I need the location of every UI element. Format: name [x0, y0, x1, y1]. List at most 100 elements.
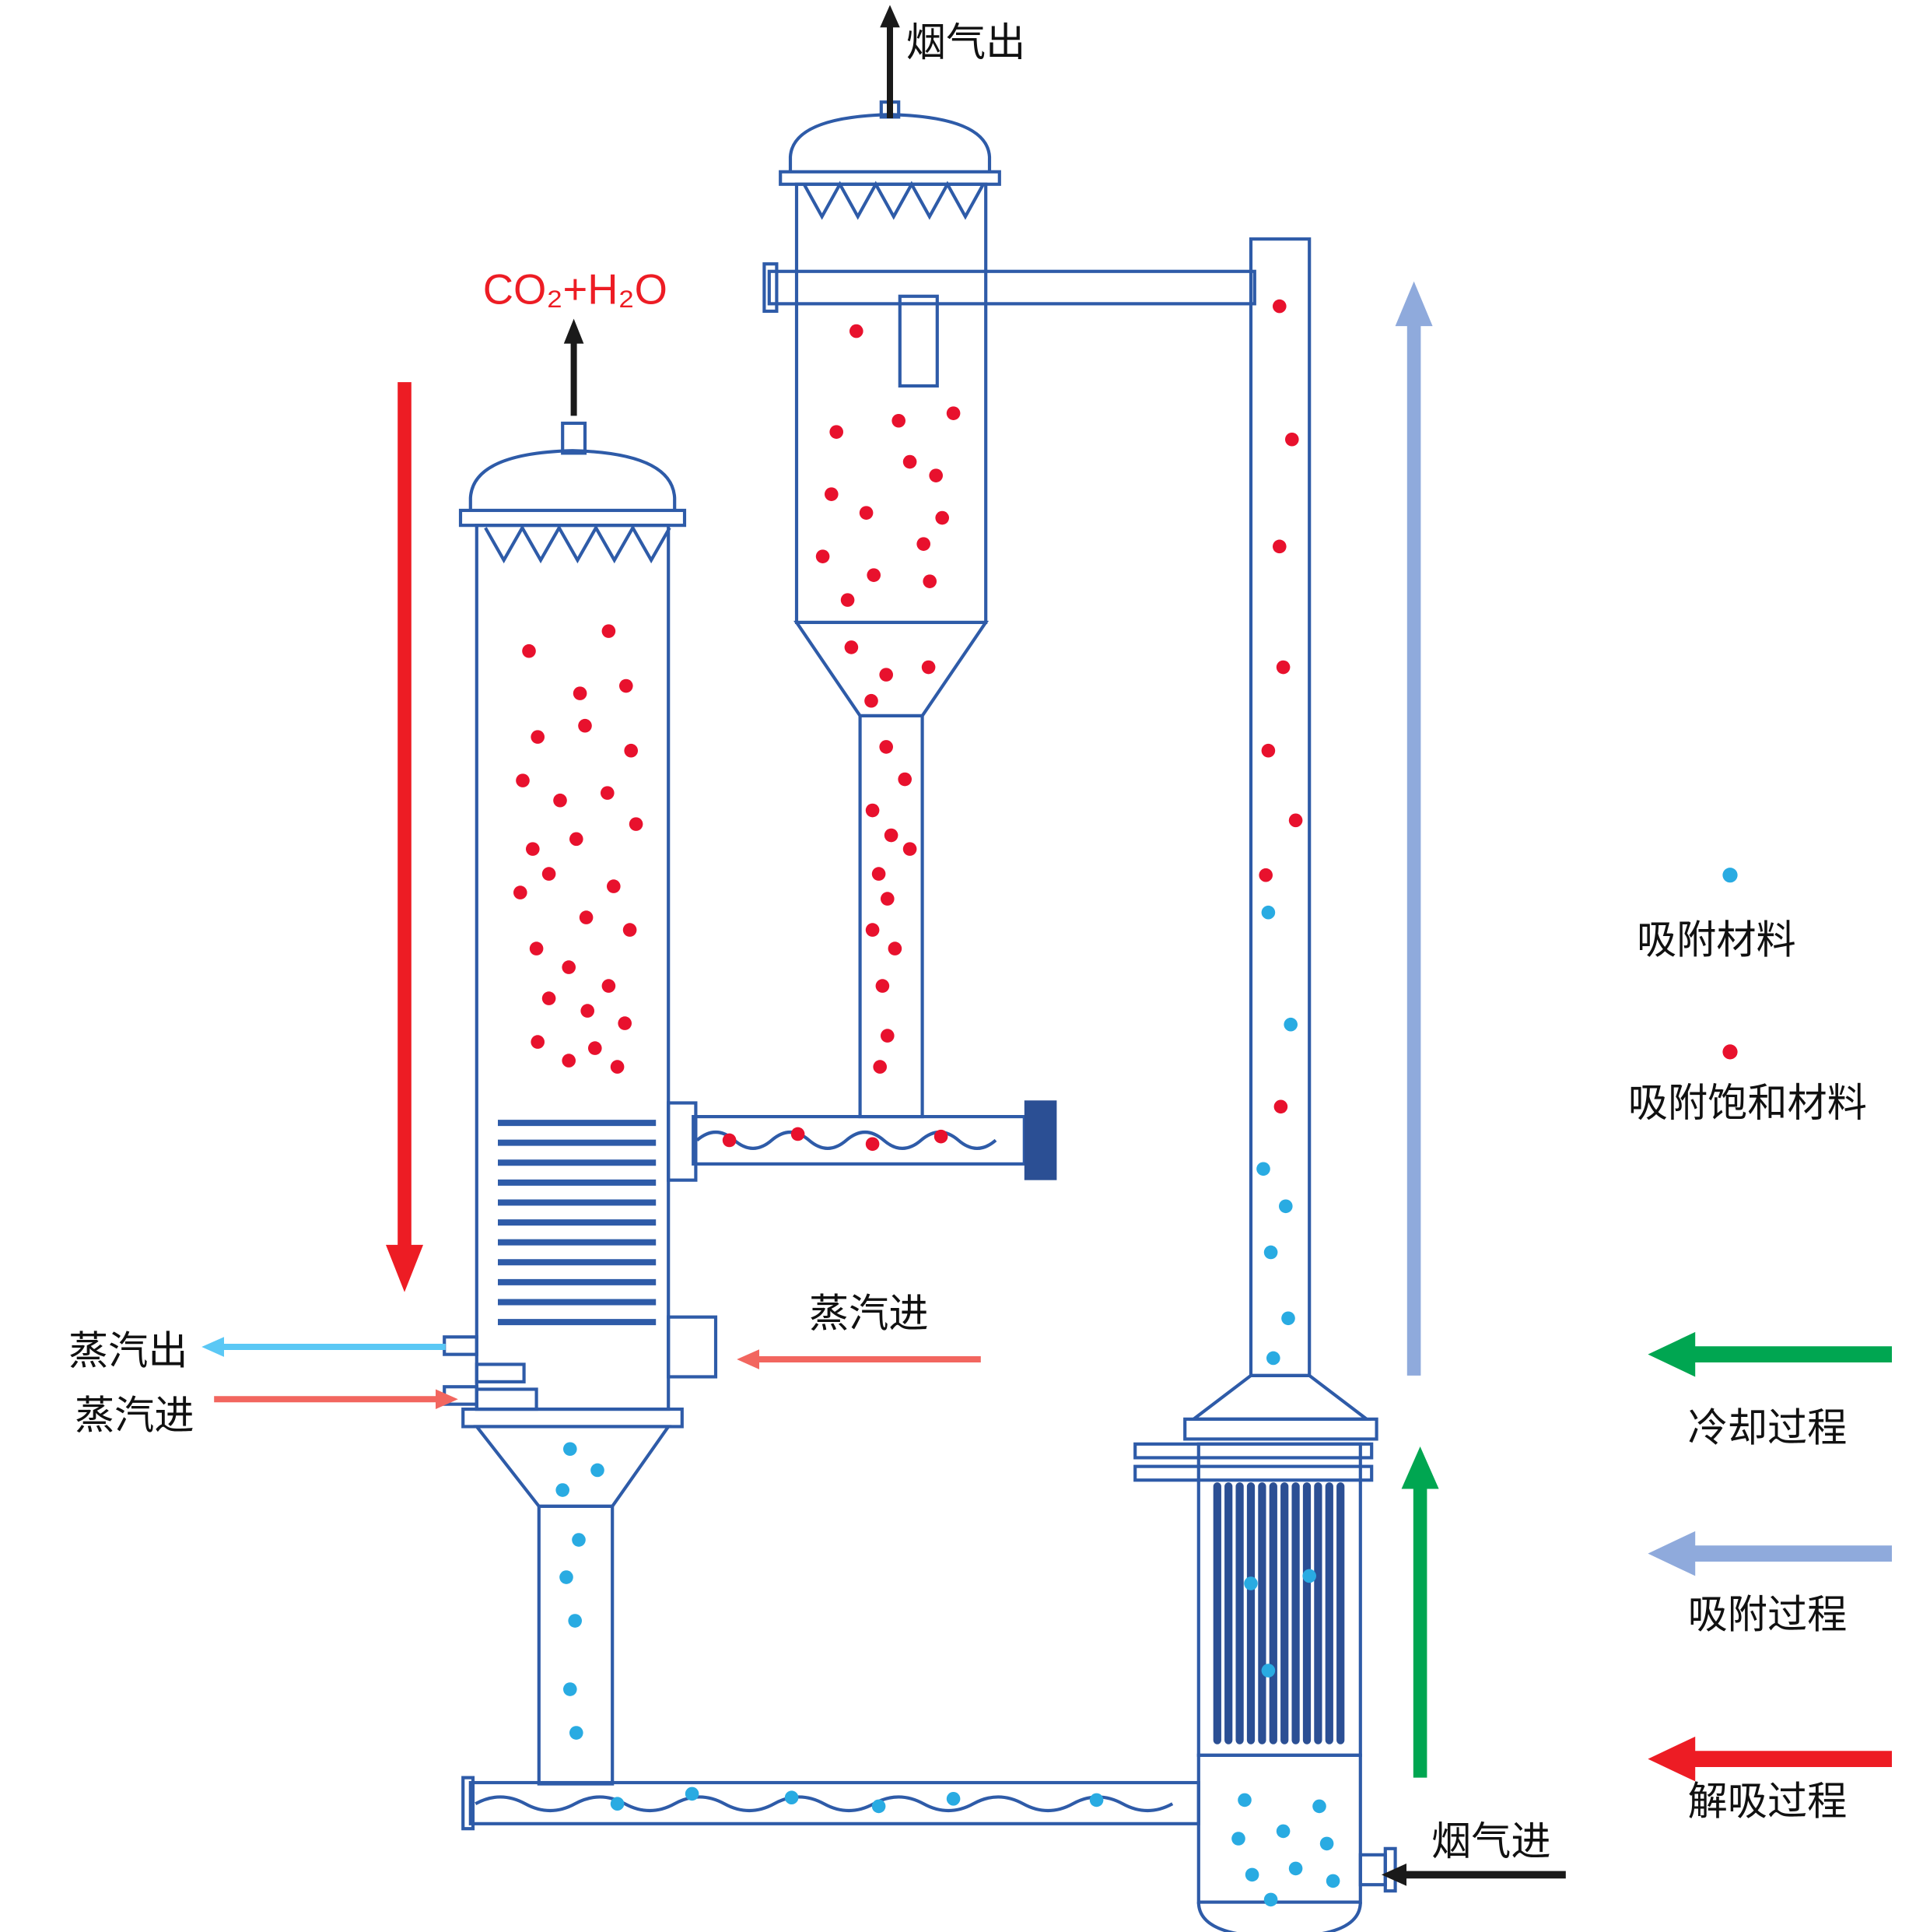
desorber-distributor-teeth: [484, 524, 671, 564]
adsorber-tube-dots: [865, 740, 917, 1074]
material-dot: [815, 549, 830, 563]
material-dot: [568, 1614, 582, 1628]
material-dot: [902, 842, 917, 856]
material-dot: [562, 1054, 576, 1068]
cooling-direction-arrow: [1401, 1446, 1439, 1778]
material-dot: [1273, 1099, 1288, 1114]
adsorber-dome: [788, 113, 992, 172]
exchanger-header-plate-1: [1133, 1442, 1374, 1460]
material-dot: [865, 803, 880, 818]
material-dot: [1261, 905, 1276, 920]
conveyor-top-screw: [695, 1131, 997, 1150]
co2-h2o-label: CO₂+H₂O: [483, 265, 667, 313]
material-dot: [1256, 1162, 1270, 1176]
material-dot: [898, 772, 912, 787]
material-dot: [1276, 1824, 1291, 1839]
conveyor-top-tube: [692, 1115, 1026, 1166]
material-dot: [865, 923, 880, 937]
material-dot: [618, 1016, 632, 1030]
material-dot: [526, 842, 540, 856]
vessel-adsorbent-dots: [1231, 1793, 1340, 1907]
material-dot: [784, 1790, 799, 1805]
adsorber-funnel-dots: [844, 640, 936, 708]
steam-in-left-arrow: [214, 1389, 458, 1410]
material-dot: [1279, 1199, 1293, 1214]
material-dot: [572, 1533, 586, 1547]
material-dot: [844, 640, 859, 654]
desorber-top-nozzle: [561, 421, 587, 455]
flue-gas-out-arrow: [880, 5, 900, 118]
riser-saturated-dots: [1259, 299, 1303, 1114]
material-dot: [879, 668, 893, 682]
material-dot: [933, 1129, 948, 1144]
adsorber-downcomer-tube: [858, 714, 924, 1119]
steam-in-mid-label: 蒸汽进: [809, 1291, 929, 1335]
exchanger-shell: [1196, 1442, 1362, 1757]
material-dot: [923, 574, 937, 588]
desorber-left-fitting-1: [475, 1362, 526, 1383]
material-dot: [578, 718, 592, 733]
vessel-inlet-nozzle: [1358, 1853, 1387, 1887]
legend-saturated-label: 吸附饱和材料: [1628, 1081, 1867, 1125]
material-dot: [555, 1483, 569, 1497]
desorber-left-fitting-2: [475, 1387, 538, 1411]
material-dot: [522, 643, 536, 658]
material-dot: [513, 885, 527, 899]
material-dot: [1273, 299, 1287, 314]
adsorber-column: [762, 100, 1256, 1119]
material-dot: [935, 510, 949, 525]
material-dot: [1244, 1576, 1258, 1590]
screw-conveyor-bottom: [461, 1776, 1200, 1831]
material-dot: [1284, 1017, 1298, 1032]
steam-in-mid-arrow: [737, 1349, 981, 1369]
vessel-shell: [1196, 1753, 1362, 1904]
conveyor-bottom-tube: [468, 1780, 1200, 1825]
material-dot: [929, 468, 943, 482]
desorber-heater-fins: [498, 1120, 657, 1326]
material-dot: [1285, 432, 1299, 447]
desorber-steam-out-nozzle: [443, 1335, 478, 1356]
material-dot: [1312, 1799, 1326, 1814]
material-dot: [563, 1682, 577, 1696]
adsorber-dome-flange: [779, 170, 1001, 186]
material-dot: [1319, 1836, 1334, 1851]
material-dot: [722, 1133, 737, 1148]
desorber-downcomer-tube: [537, 1504, 615, 1786]
legend-adsorption-arrow: [1648, 1531, 1892, 1576]
steam-out-label: 蒸汽出: [68, 1328, 188, 1373]
material-dot: [790, 1127, 805, 1141]
bottom-pipe-adsorbent-dots: [610, 1786, 1104, 1814]
exchanger-header-plate-2: [1133, 1464, 1374, 1482]
desorber-dome-flange: [458, 508, 687, 528]
material-dot: [1245, 1867, 1259, 1882]
conveyor-saturated-dots: [722, 1127, 948, 1152]
legend-desorption-label: 解吸过程: [1688, 1779, 1848, 1824]
legend-adsorbent-label: 吸附材料: [1637, 918, 1796, 962]
material-dot: [1266, 1351, 1280, 1366]
material-dot: [622, 923, 637, 937]
material-dot: [601, 786, 615, 800]
material-dot: [588, 1041, 602, 1055]
material-dot: [580, 1004, 594, 1018]
material-dot: [1288, 813, 1303, 828]
legend-adsorption-label: 吸附过程: [1688, 1593, 1848, 1637]
material-dot: [884, 828, 898, 843]
material-dot: [610, 1797, 625, 1811]
material-dot: [562, 960, 576, 974]
legend-cooling-arrow: [1648, 1331, 1892, 1377]
desorber-bottom-flange: [461, 1407, 684, 1429]
material-dot: [1263, 1245, 1278, 1260]
material-dot: [871, 867, 886, 881]
desorber-dome: [468, 449, 677, 510]
material-dot: [685, 1786, 699, 1801]
material-dot: [888, 941, 902, 955]
exchanger-adsorbent-dots: [1244, 1569, 1316, 1678]
legend-saturated-dot: [1722, 1044, 1738, 1060]
material-dot: [624, 743, 638, 758]
adsorber-saturated-dots: [815, 324, 961, 607]
material-dot: [946, 406, 961, 420]
material-dot: [531, 730, 545, 744]
material-dot: [1326, 1874, 1340, 1888]
material-dot: [873, 1060, 887, 1074]
material-dot: [579, 910, 594, 924]
